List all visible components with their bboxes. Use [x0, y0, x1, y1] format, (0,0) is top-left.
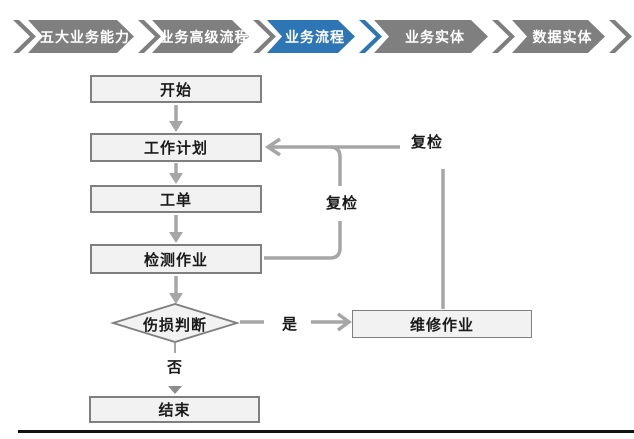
- edge-label-yes: 是: [281, 316, 298, 333]
- chevron-trail-icon: [609, 20, 632, 53]
- arrowhead-left-icon: [264, 137, 281, 157]
- process-step-nav: 五大业务能力 业务高级流程 业务流程 业务实体 数据实体: [0, 0, 634, 60]
- decision-label: 伤损判断: [142, 317, 207, 334]
- edge-label-recheck-inner: 复检: [325, 195, 358, 212]
- node-label: 工作计划: [143, 140, 208, 157]
- node-label: 工单: [159, 191, 192, 209]
- nav-step-data-entity[interactable]: 数据实体: [512, 20, 605, 53]
- arrowhead-down-icon: [169, 293, 183, 304]
- node-work-order: 工单: [90, 185, 262, 213]
- node-work-plan: 工作计划: [90, 133, 262, 162]
- nav-step-five-capabilities[interactable]: 五大业务能力: [28, 20, 134, 53]
- nav-step-label: 业务流程: [285, 28, 345, 45]
- slide-bottom-rule: [18, 430, 634, 433]
- node-label: 开始: [159, 81, 192, 99]
- nav-step-business-entity[interactable]: 业务实体: [374, 20, 488, 53]
- nav-step-label: 五大业务能力: [40, 28, 130, 45]
- nav-step-label: 数据实体: [532, 28, 593, 45]
- node-label: 维修作业: [409, 316, 474, 334]
- arrowhead-down-icon: [169, 232, 183, 243]
- edge-label-no: 否: [166, 359, 183, 376]
- node-label: 检测作业: [143, 251, 208, 269]
- arrowhead-down-icon: [169, 121, 183, 132]
- arrowhead-right-icon: [336, 312, 352, 332]
- edge-label-recheck-outer: 复检: [410, 134, 443, 151]
- nav-step-label: 业务高级流程: [159, 28, 250, 45]
- node-label: 结束: [158, 402, 191, 419]
- chevron-separator-icon: [492, 20, 515, 53]
- node-start: 开始: [90, 75, 262, 103]
- node-end: 结束: [89, 396, 260, 423]
- nav-step-label: 业务实体: [405, 28, 465, 45]
- edge-recheck-inner-upper: [329, 145, 342, 186]
- nav-step-business-process[interactable]: 业务流程: [267, 20, 355, 53]
- node-repair-work: 维修作业: [352, 310, 532, 338]
- edge-recheck-inner-lower: [264, 221, 342, 260]
- nav-step-high-level-process[interactable]: 业务高级流程: [152, 20, 249, 53]
- node-inspection-work: 检测作业: [90, 244, 262, 274]
- arrowhead-down-icon: [169, 173, 183, 184]
- arrowhead-down-small-icon: [168, 386, 182, 394]
